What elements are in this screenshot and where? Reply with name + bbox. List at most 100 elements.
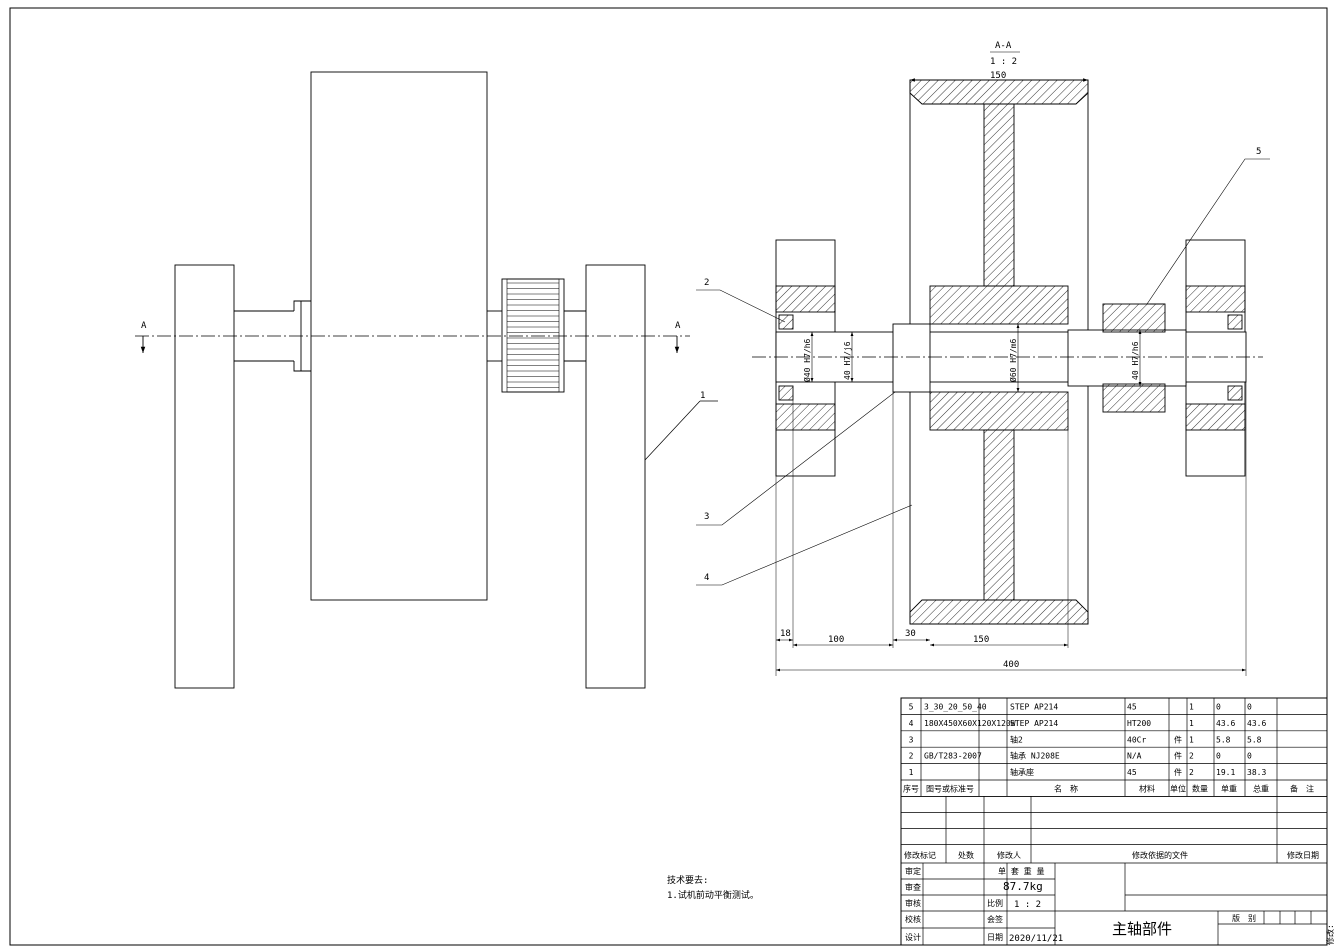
right-bearing xyxy=(1227,314,1243,330)
title-block xyxy=(900,697,1328,946)
date-label: 日期 xyxy=(987,933,1003,942)
bom-cell-unit: 件 xyxy=(1174,751,1182,761)
leader-4: 4 xyxy=(704,573,709,583)
date-value: 2020/11/21 xyxy=(1009,934,1063,944)
rev-file: 修改依据的文件 xyxy=(1132,850,1188,860)
bom-cell-material: N/A xyxy=(1127,752,1142,761)
bom-cell-qty: 2 xyxy=(1189,752,1194,761)
wheel-rim-bottom xyxy=(909,599,1089,625)
bom-cell-no: 5 xyxy=(909,703,914,712)
sign-label: 会签 xyxy=(987,914,1003,924)
section-label: A-A xyxy=(995,41,1012,51)
bom-cell-unit_wt: 0 xyxy=(1216,752,1221,761)
bom-cell-material: 45 xyxy=(1127,703,1137,712)
wheel-web-bottom xyxy=(983,429,1015,601)
bom-cell-total_wt: 5.8 xyxy=(1247,735,1262,744)
weight-value: 87.7kg xyxy=(1003,880,1043,893)
bom-cell-unit: 件 xyxy=(1174,767,1182,777)
bom-cell-unit_wt: 43.6 xyxy=(1216,719,1235,728)
approve-label: 审定 xyxy=(905,866,921,876)
hub-top xyxy=(929,285,1069,325)
drawing-border xyxy=(9,7,1328,946)
note-1: 1.试机前动平衡测试。 xyxy=(667,889,759,901)
bom-header-qty: 数量 xyxy=(1192,784,1208,794)
fit-right: 40 H7/h6 xyxy=(1131,341,1140,380)
leader-2: 2 xyxy=(704,278,709,288)
bom-cell-no: 1 xyxy=(909,768,914,777)
bom-cell-unit_wt: 0 xyxy=(1216,703,1221,712)
review-label: 审核 xyxy=(905,898,921,908)
dim-bearing-width: 18 xyxy=(780,629,791,639)
gear xyxy=(501,278,565,393)
bom-header-name: 名 称 xyxy=(1054,784,1078,794)
bom-cell-code: 3_30_20_50_40 xyxy=(924,703,987,712)
rev-count: 处数 xyxy=(958,850,974,860)
bom-header-code: 图号或标准号 xyxy=(926,784,974,794)
leader-1: 1 xyxy=(700,391,705,401)
bom-cell-total_wt: 43.6 xyxy=(1247,719,1266,728)
dim-left-length: 100 xyxy=(828,635,844,645)
fit-left-shaft: 40 H7/j6 xyxy=(843,341,852,380)
bom-cell-no: 4 xyxy=(909,719,914,728)
bom-cell-qty: 1 xyxy=(1189,703,1194,712)
section-view xyxy=(696,51,1270,676)
cut-mark-left: A xyxy=(141,321,147,331)
bom-cell-total_wt: 38.3 xyxy=(1247,768,1266,777)
fit-hub: Ø60 H7/m6 xyxy=(1008,338,1018,382)
bom-cell-unit: 件 xyxy=(1174,734,1182,744)
rev-mark: 修改标记 xyxy=(904,850,936,860)
bom-cell-code: 180X450X60X120X120W xyxy=(924,719,1016,728)
scale-value: 1 : 2 xyxy=(1014,900,1041,910)
left-bearing-seat xyxy=(174,264,235,689)
bom-header-unit: 单位 xyxy=(1170,784,1186,794)
wheel-web-top xyxy=(983,103,1015,287)
bom-header-no: 序号 xyxy=(903,784,919,794)
bom-cell-code: GB/T283-2007 xyxy=(924,752,982,761)
cut-mark-right: A xyxy=(675,321,681,331)
wheel-rim-top xyxy=(909,79,1089,105)
check-label: 审查 xyxy=(905,882,921,892)
bom-cell-material: 45 xyxy=(1127,768,1137,777)
scale-label: 比例 xyxy=(987,898,1003,908)
bom-cell-name: STEP AP214 xyxy=(1010,703,1058,712)
bom-header-unit_wt: 单重 xyxy=(1221,784,1237,794)
bom-header-material: 材料 xyxy=(1139,784,1155,794)
rev-date: 修改日期 xyxy=(1287,850,1319,860)
section-scale: 1 : 2 xyxy=(990,57,1017,67)
bom-cell-qty: 1 xyxy=(1189,735,1194,744)
bom-cell-qty: 2 xyxy=(1189,768,1194,777)
version-label: 版 别 xyxy=(1232,913,1256,923)
bom-header-total_wt: 总重 xyxy=(1253,784,1269,794)
dim-gap: 30 xyxy=(905,629,916,639)
side-note: 修改: xyxy=(1325,924,1335,945)
bom-cell-total_wt: 0 xyxy=(1247,703,1252,712)
bom-cell-name: STEP AP214 xyxy=(1010,719,1058,728)
top-view xyxy=(135,71,718,689)
bom-cell-no: 2 xyxy=(909,752,914,761)
bom-cell-qty: 1 xyxy=(1189,719,1194,728)
bom-cell-unit_wt: 5.8 xyxy=(1216,735,1231,744)
right-bearing-seat xyxy=(585,264,646,689)
dim-hub-width: 150 xyxy=(973,635,989,645)
dim-wheel-width: 150 xyxy=(990,71,1006,81)
dim-total: 400 xyxy=(1003,660,1019,670)
bom-cell-name: 轴2 xyxy=(1010,734,1023,744)
bom-cell-total_wt: 0 xyxy=(1247,752,1252,761)
bom-cell-unit_wt: 19.1 xyxy=(1216,768,1235,777)
rev-person: 修改人 xyxy=(997,850,1021,860)
bom-cell-no: 3 xyxy=(909,735,914,744)
proof-label: 校核 xyxy=(905,914,921,924)
design-label: 设计 xyxy=(905,932,921,942)
bom-cell-material: 40Cr xyxy=(1127,735,1146,744)
left-bearing xyxy=(778,314,794,330)
bom-header-remark: 备 注 xyxy=(1290,784,1314,794)
title-block-texts: 修改标记 处数 修改人 修改依据的文件 修改日期 审定 审查 审核 校核 设计 … xyxy=(904,850,1335,945)
section-gear-bottom xyxy=(1102,383,1166,413)
bom-cell-material: HT200 xyxy=(1127,719,1151,728)
leader-5: 5 xyxy=(1256,147,1261,157)
part-name: 主轴部件 xyxy=(1112,920,1172,938)
leader-3: 3 xyxy=(704,512,709,522)
bom-cell-name: 轴承 NJ208E xyxy=(1010,751,1060,761)
weight-label: 单 套 重 量 xyxy=(998,866,1044,876)
